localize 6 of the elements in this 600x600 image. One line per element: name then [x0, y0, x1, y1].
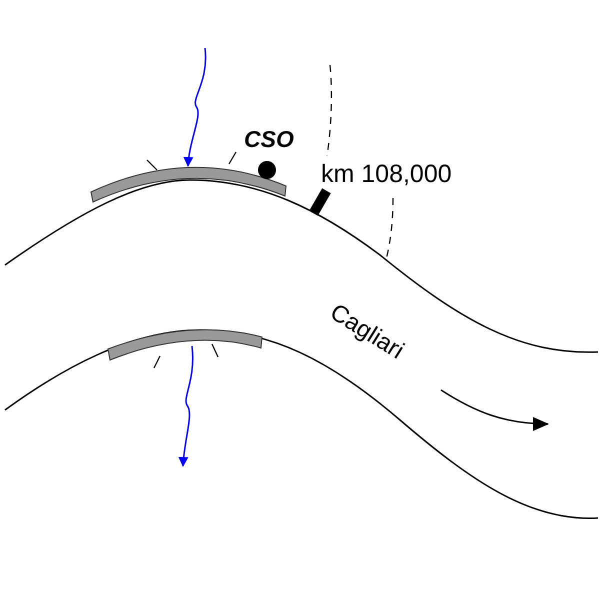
- arrow: [184, 48, 206, 167]
- label: CSO: [244, 128, 294, 151]
- arrow: [178, 346, 194, 467]
- platform: [90, 167, 286, 202]
- platform: [108, 329, 262, 360]
- label: km 108,000: [321, 162, 452, 187]
